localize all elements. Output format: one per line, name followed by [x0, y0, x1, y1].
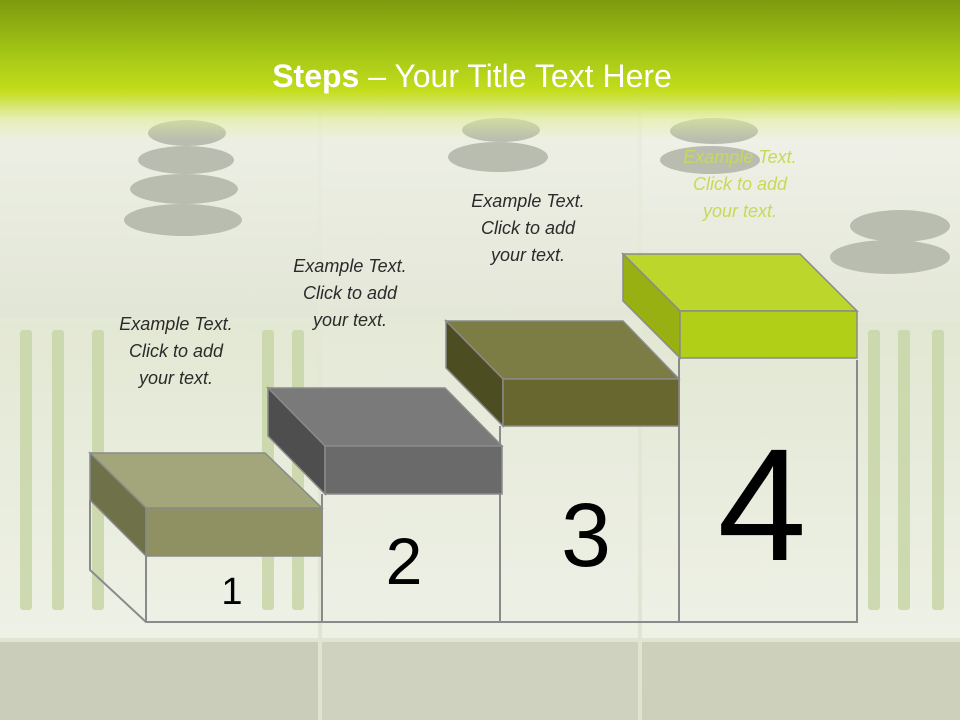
- step-2-text-line: Click to add: [302, 283, 398, 303]
- background-tile: [0, 642, 318, 720]
- title-rest: – Your Title Text Here: [359, 58, 672, 94]
- step-1-block[interactable]: [88, 451, 324, 558]
- step-3-text-line: Example Text.: [471, 191, 585, 211]
- step-2-text-line: Example Text.: [293, 256, 407, 276]
- title-bold: Steps: [272, 58, 360, 94]
- step-4-text-line: your text.: [702, 201, 778, 221]
- step-3-text-line: Click to add: [480, 218, 576, 238]
- step-3-number: 3: [561, 486, 611, 586]
- step-1-text[interactable]: Example Text. Click to add your text.: [96, 311, 256, 392]
- step-4-number: 4: [718, 415, 807, 594]
- step-2-block[interactable]: [266, 386, 504, 496]
- step-2-text[interactable]: Example Text. Click to add your text.: [270, 253, 430, 334]
- step-4-block[interactable]: [621, 252, 859, 360]
- step-4-text-line: Click to add: [692, 174, 788, 194]
- step-1-number: 1: [221, 571, 242, 613]
- step-3-block[interactable]: [444, 319, 681, 428]
- step-3-text[interactable]: Example Text. Click to add your text.: [448, 188, 608, 269]
- background-tile: [322, 642, 638, 720]
- step-1-text-line: your text.: [138, 368, 214, 388]
- step-1-text-line: Example Text.: [119, 314, 233, 334]
- title-banner: [0, 0, 960, 140]
- step-3-text-line: your text.: [490, 245, 566, 265]
- step-4-text-line: Example Text.: [683, 147, 797, 167]
- step-4-text[interactable]: Example Text. Click to add your text.: [660, 144, 820, 225]
- step-2-number: 2: [386, 524, 423, 598]
- step-2-text-line: your text.: [312, 310, 388, 330]
- slide-title[interactable]: Steps – Your Title Text Here: [0, 56, 944, 96]
- step-1-text-line: Click to add: [128, 341, 224, 361]
- background-tile: [642, 642, 960, 720]
